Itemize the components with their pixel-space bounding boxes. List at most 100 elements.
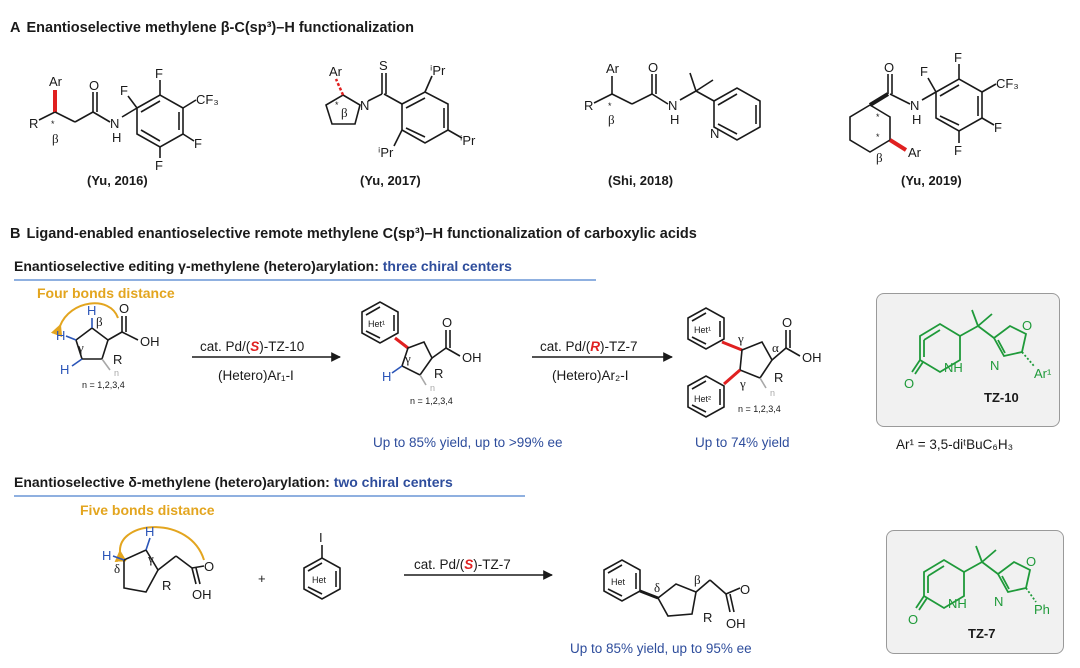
atom-cf3: CF₃ — [996, 76, 1019, 91]
labels-yu-2019: O N H F F CF₃ F F Ar * * β — [876, 50, 1019, 165]
atom-r: R — [584, 98, 593, 113]
atom-het1: Het¹ — [368, 319, 385, 329]
atom-r: R — [162, 578, 171, 593]
delta-reagent-post: )-TZ-7 — [473, 557, 511, 572]
label-delta: δ — [654, 580, 660, 595]
atom-ipr: ⁱPr — [378, 145, 394, 160]
atom-n: N — [110, 116, 119, 131]
n-label: n = 1,2,3,4 — [738, 404, 781, 414]
atom-h: H — [87, 303, 96, 318]
atom-f: F — [155, 66, 163, 81]
gamma-result-1: Up to 85% yield, up to >99% ee — [373, 435, 563, 450]
panel-a-letter: A — [10, 20, 21, 36]
atom-o: O — [204, 559, 214, 574]
delta-reagent: cat. Pd/(S)-TZ-7 — [414, 557, 511, 572]
label-gamma: γ — [739, 376, 746, 391]
tz10-name: TZ-10 — [984, 390, 1019, 405]
atom-f: F — [994, 120, 1002, 135]
atom-n: N — [994, 594, 1003, 609]
structure-yu-2017 — [325, 73, 463, 147]
atom-o: O — [908, 612, 918, 627]
atom-h: H — [102, 548, 111, 563]
step2-config: R — [590, 339, 601, 354]
atom-n: N — [710, 126, 719, 141]
caption-yu-2019: (Yu, 2019) — [901, 173, 962, 188]
atom-r: R — [434, 366, 443, 381]
delta-product — [603, 559, 741, 617]
label-beta: β — [694, 572, 701, 587]
atom-het2: Het² — [694, 394, 711, 404]
delta-result: Up to 85% yield, up to 95% ee — [570, 641, 752, 656]
atom-o: O — [904, 376, 914, 391]
atom-ar: Ar — [606, 61, 620, 76]
delta-substrate-labels: H H δ γ O OH R + I Het — [102, 524, 327, 602]
step2-reagent: cat. Pd/(R)-TZ-7 — [540, 339, 638, 354]
atom-h: H — [145, 524, 154, 539]
atom-f: F — [920, 64, 928, 79]
step2-reagent-post: )-TZ-7 — [600, 339, 638, 354]
step1-reagent-pre: cat. Pd/( — [200, 339, 251, 354]
n-label: n = 1,2,3,4 — [82, 380, 125, 390]
caption-shi-2018: (Shi, 2018) — [608, 173, 674, 188]
atom-o: O — [782, 315, 792, 330]
atom-r: R — [29, 116, 38, 131]
ligand-tz7-labels: O NH N O Ph TZ-7 — [908, 554, 1050, 641]
atom-o: O — [884, 60, 894, 75]
panel-b-letter: B — [10, 226, 21, 242]
atom-i: I — [319, 530, 323, 545]
atom-nh: NH — [948, 596, 967, 611]
ligand-box-tz10 — [876, 293, 1060, 427]
gamma-product — [687, 307, 801, 418]
sub-n: n — [114, 368, 119, 378]
gamma-subtitle-emph: three chiral centers — [382, 258, 512, 274]
atom-n: N — [360, 98, 369, 113]
atom-ar: Ar — [49, 74, 63, 89]
ligand-tz7 — [915, 545, 1037, 611]
atom-h: H — [670, 112, 679, 127]
atom-n: N — [990, 358, 999, 373]
atom-ar: Ar — [908, 145, 922, 160]
delta-substrate — [112, 526, 341, 600]
atom-het: Het — [312, 575, 327, 585]
stereo-star: * — [335, 100, 339, 110]
delta-subtitle: Enantioselective δ-methylene (hetero)ary… — [14, 474, 453, 490]
step2-partner: (Hetero)Ar₂-I — [552, 368, 629, 383]
caption-yu-2016: (Yu, 2016) — [87, 173, 148, 188]
n-label: n = 1,2,3,4 — [410, 396, 453, 406]
structure-yu-2016 — [38, 80, 197, 158]
structure-yu-2019 — [849, 64, 997, 153]
atom-r: R — [113, 352, 122, 367]
atom-f: F — [155, 158, 163, 173]
delta-distance-label: Five bonds distance — [80, 502, 215, 518]
atom-ar: Ar — [329, 64, 343, 79]
stereo-star: * — [876, 112, 880, 122]
atom-n: N — [668, 98, 677, 113]
ligand-box-tz7 — [886, 530, 1064, 654]
atom-o: O — [648, 60, 658, 75]
atom-r: R — [703, 610, 712, 625]
tz10-note: Ar¹ = 3,5-diᵗBuC₆H₃ — [896, 437, 1014, 452]
labels-shi-2018: Ar R * β O N H N — [584, 60, 719, 141]
label-gamma: γ — [404, 351, 411, 366]
label-gamma: γ — [77, 340, 84, 355]
gamma-intermediate-labels: Het¹ γ H O OH R n n = 1,2,3,4 — [368, 315, 482, 406]
atom-oh: OH — [802, 350, 822, 365]
atom-r: R — [774, 370, 783, 385]
plus-sign: + — [258, 571, 266, 586]
gamma-result-2: Up to 74% yield — [695, 435, 790, 450]
panel-b-title: Ligand-enabled enantioselective remote m… — [26, 226, 697, 242]
delta-product-labels: Het δ β O OH R — [611, 572, 750, 631]
ligand-tz10-labels: O NH N O Ar¹ TZ-10 — [904, 318, 1052, 405]
gamma-substrate-labels: H H H β γ O OH R n n = 1,2,3,4 — [56, 301, 160, 390]
atom-cf3: CF₃ — [196, 92, 219, 107]
atom-oh: OH — [192, 587, 212, 602]
atom-nh: NH — [944, 360, 963, 375]
label-beta: β — [608, 112, 615, 127]
step1-reagent-post: )-TZ-10 — [259, 339, 305, 354]
gamma-subtitle: Enantioselective editing γ-methylene (he… — [14, 258, 512, 274]
label-gamma: γ — [737, 331, 744, 346]
ligand-tz10 — [911, 309, 1035, 375]
atom-h: H — [912, 112, 921, 127]
step2-reagent-pre: cat. Pd/( — [540, 339, 591, 354]
